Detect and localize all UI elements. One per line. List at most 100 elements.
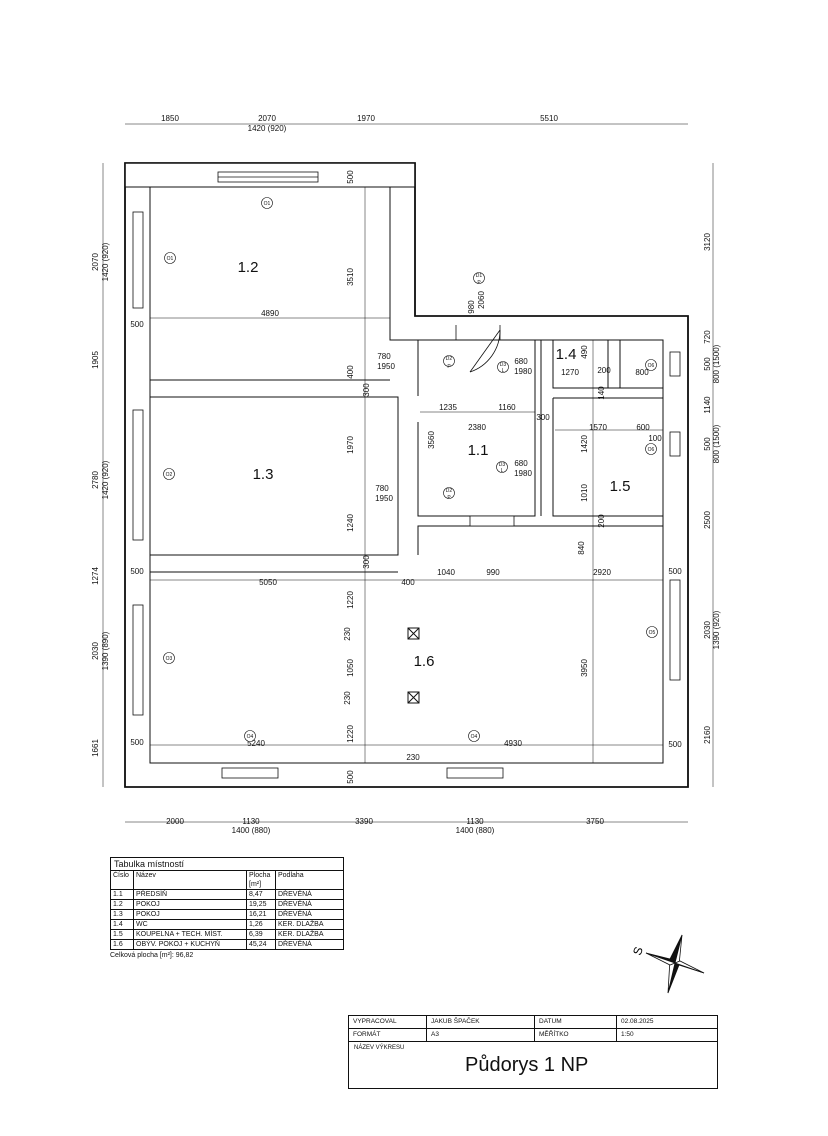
room-number: 1.3 [253,466,274,483]
room-table-cell: POKOJ [133,909,247,920]
window-tag: O4 [247,734,254,740]
dim-inner-label: 230 [406,753,420,762]
dim-left-label: 2070 [91,253,100,271]
stove-symbols [407,627,420,704]
dim-left-label: 1420 (920) [101,242,110,281]
drawing-name-label: NÁZEV VÝKRESU [354,1045,405,1051]
room-table-header: Číslo Název Plocha [m²] Podlaha [110,870,344,890]
dim-inner-label: 1235 [439,403,457,412]
door-tag: D2 [446,488,453,494]
window-tag: O4 [471,734,478,740]
col-podlaha: Podlaha [275,870,344,890]
compass-icon [645,934,705,994]
room-number: 1.1 [468,442,489,459]
door-tag: D3 [500,362,507,368]
door-tag: P [447,495,451,501]
tag-circle [473,272,485,284]
dim-bottom-label: 1130 [242,817,260,826]
dim-right-label: 800 (1500) [712,424,721,463]
dim-inner-label: 1160 [498,403,516,412]
room-numbers: 1.11.21.31.41.51.6 [238,259,631,670]
dim-top-label: 2070 [258,114,276,123]
dim-top-label: 1850 [161,114,179,123]
dim-inner-label: 1980 [514,469,532,478]
dim-bottom-label: 1400 (880) [232,826,271,835]
dim-inner-label: 1220 [346,725,355,743]
room-table-cell: 19,25 [246,899,276,910]
title-block: VYPRACOVAL JAKUB ŠPAČEK DATUM 02.08.2025… [348,1015,718,1089]
dim-left-label: 500 [130,567,144,576]
dim-inner-label: 1240 [346,514,355,532]
dim-inner-label: 3950 [580,659,589,677]
dim-left-label: 1661 [91,739,100,757]
dim-inner-label: 4930 [504,739,522,748]
room-table-cell: DŘEVĚNÁ [275,909,344,920]
room-table-title: Tabulka místností [110,857,344,870]
room-table-cell: 16,21 [246,909,276,920]
dim-bottom-label: 1400 (880) [456,826,495,835]
title-row-1: VYPRACOVAL JAKUB ŠPAČEK DATUM 02.08.2025 [349,1016,717,1029]
dim-inner-label: 1270 [561,368,579,377]
room-table-cell: DŘEVĚNÁ [275,889,344,900]
dim-left-label: 1274 [91,567,100,585]
dim-left-label: 1420 (920) [101,460,110,499]
vypracoval-label: VYPRACOVAL [349,1016,427,1028]
dim-right-label: 720 [703,330,712,344]
meritko-label: MĚŘÍTKO [535,1029,617,1041]
dim-inner-label: 680 [514,459,528,468]
dim-inner-label: 2060 [477,291,486,309]
dim-inner-label: 1950 [375,494,393,503]
window-tag: O2 [166,472,173,478]
north-arrow: S [630,934,705,994]
dim-right-label: 500 [703,437,712,451]
room-table-cell: POKOJ [133,899,247,910]
dim-right-label: 3120 [703,233,712,251]
tag-circle [496,461,508,473]
room-table-cell: PŘEDSÍŇ [133,889,247,900]
dim-inner-label: 500 [346,770,355,784]
tag-circle [645,359,657,371]
col-plocha: Plocha [m²] [246,870,276,890]
room-table-cell: 45,24 [246,939,276,950]
walls [124,162,689,788]
room-table-cell: 1,26 [246,919,276,930]
tag-circle [163,652,175,664]
room-table-cell: 1.6 [110,939,134,950]
dim-inner-label: 140 [597,386,606,400]
dim-top-label: 1970 [357,114,375,123]
dim-left-label: 500 [130,738,144,747]
dim-inner-label: 840 [577,541,586,555]
dim-inner-label: 1040 [437,568,455,577]
dim-inner-label: 980 [467,300,476,314]
dim-inner-label: 3510 [346,268,355,286]
dim-inner-label: 780 [377,352,391,361]
dim-inner-label: 400 [346,365,355,379]
dim-inner-label: 2380 [468,423,486,432]
dim-left-label: 2030 [91,642,100,660]
meritko-value: 1:50 [621,1031,634,1038]
total-area: Celková plocha [m²]: 96,82 [110,952,194,959]
dim-inner-label: 780 [375,484,389,493]
datum-value: 02.08.2025 [621,1018,654,1025]
dim-bottom-label: 1130 [466,817,484,826]
door-tag: D1 [476,273,483,279]
dim-right-label: 1140 [703,396,712,414]
room-table-cell: KER. DLAŽBA [275,929,344,940]
dim-inner-label: 300 [362,555,371,569]
room-table-cell: OBÝV. POKOJ + KUCHYŇ [133,939,247,950]
dim-right-label: 2030 [703,621,712,639]
room-number: 1.4 [556,346,577,363]
dim-right-label: 500 [703,357,712,371]
dim-right-label: 500 [668,567,682,576]
door-tag: P [447,364,451,370]
window-tag: O3 [166,656,173,662]
window-tag: O1 [167,256,174,262]
dim-right-label: 2500 [703,511,712,529]
dim-inner-label: 500 [346,170,355,184]
tag-circle [163,468,175,480]
dim-inner-label: 1050 [346,659,355,677]
